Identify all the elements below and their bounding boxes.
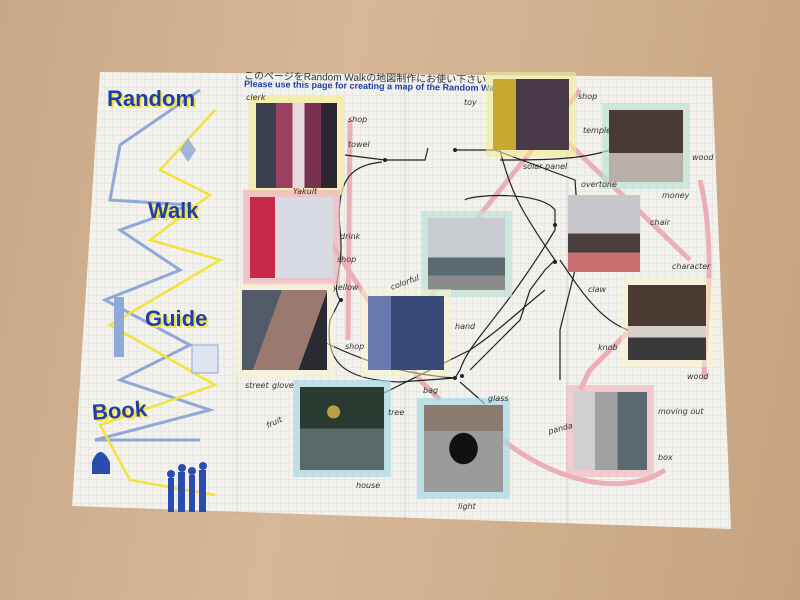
pen-route <box>459 381 486 405</box>
label-character: character <box>672 262 711 271</box>
label-wood: wood <box>692 153 714 162</box>
label-claw: claw <box>588 285 607 294</box>
junction-dot <box>553 260 557 264</box>
label-shop: shop <box>578 92 598 101</box>
label-glove: glove <box>272 381 294 390</box>
photo-chair-shutter <box>568 195 640 272</box>
label-wood: wood <box>687 372 709 381</box>
cover-title-walk: Walk <box>148 198 199 223</box>
cover-route-blue <box>94 88 216 442</box>
label-money: money <box>662 191 690 200</box>
photo-alley <box>368 296 444 370</box>
label-shop: shop <box>345 342 365 351</box>
label-chair: chair <box>650 218 670 227</box>
photo-colorful-pots <box>428 218 505 290</box>
label-towel: towel <box>348 140 370 149</box>
pen-route <box>499 149 611 161</box>
pink-route <box>345 119 353 341</box>
cover-title-book: Book <box>91 396 148 425</box>
label-glass: glass <box>488 394 509 403</box>
label-toy: toy <box>464 98 477 107</box>
photo-toy-shop <box>493 79 569 150</box>
label-temple: temple <box>583 126 612 135</box>
photo-street-sidewalk <box>242 290 327 370</box>
pen-route <box>379 289 546 396</box>
label-knob: knob <box>598 343 618 352</box>
pen-route <box>559 259 629 331</box>
cover-title-guide: Guide <box>145 306 208 331</box>
photo-character-figures <box>628 285 706 360</box>
junction-dot <box>553 223 557 227</box>
people-illustration <box>167 462 207 512</box>
junction-dot <box>460 374 464 378</box>
label-solar-panel: solar panel <box>523 162 568 171</box>
photo-door <box>573 392 647 470</box>
sign-illustration <box>191 344 219 374</box>
label-tree: tree <box>388 408 405 417</box>
label-shop: shop <box>337 255 357 264</box>
photo-towel-shop <box>256 103 337 188</box>
pen-route <box>469 149 556 371</box>
label-light: light <box>458 502 476 511</box>
label-yakult: Yakult <box>293 187 318 196</box>
label-hand: hand <box>455 322 476 331</box>
junction-dot <box>383 158 387 162</box>
pen-route <box>344 147 429 161</box>
junction-dot <box>453 148 457 152</box>
bag-illustration <box>92 452 110 474</box>
label-overtone: overtone <box>581 180 617 189</box>
label-drink: drink <box>340 232 361 241</box>
junction-dot <box>453 376 457 380</box>
label-yellow: yellow <box>333 283 359 292</box>
label-moving-out: moving out <box>658 407 704 416</box>
photo-yakult-shop <box>250 197 333 278</box>
label-bag: bag <box>423 386 439 395</box>
label-clerk: clerk <box>246 93 266 102</box>
cover-route-yellow <box>98 109 224 497</box>
photo-temple <box>609 110 683 182</box>
label-box: box <box>658 453 673 462</box>
pen-route <box>328 161 556 383</box>
photo-person-light <box>424 405 503 492</box>
pink-route <box>697 179 712 381</box>
photo-fruit-tree <box>300 387 384 470</box>
pole-illustration <box>114 297 124 357</box>
label-house: house <box>356 481 381 490</box>
junction-dot <box>339 298 343 302</box>
leaf-icon <box>180 138 196 162</box>
fold-line <box>236 74 238 514</box>
cover-title-random: Random <box>107 86 195 111</box>
label-shop: shop <box>348 115 368 124</box>
label-street: street <box>245 381 269 390</box>
